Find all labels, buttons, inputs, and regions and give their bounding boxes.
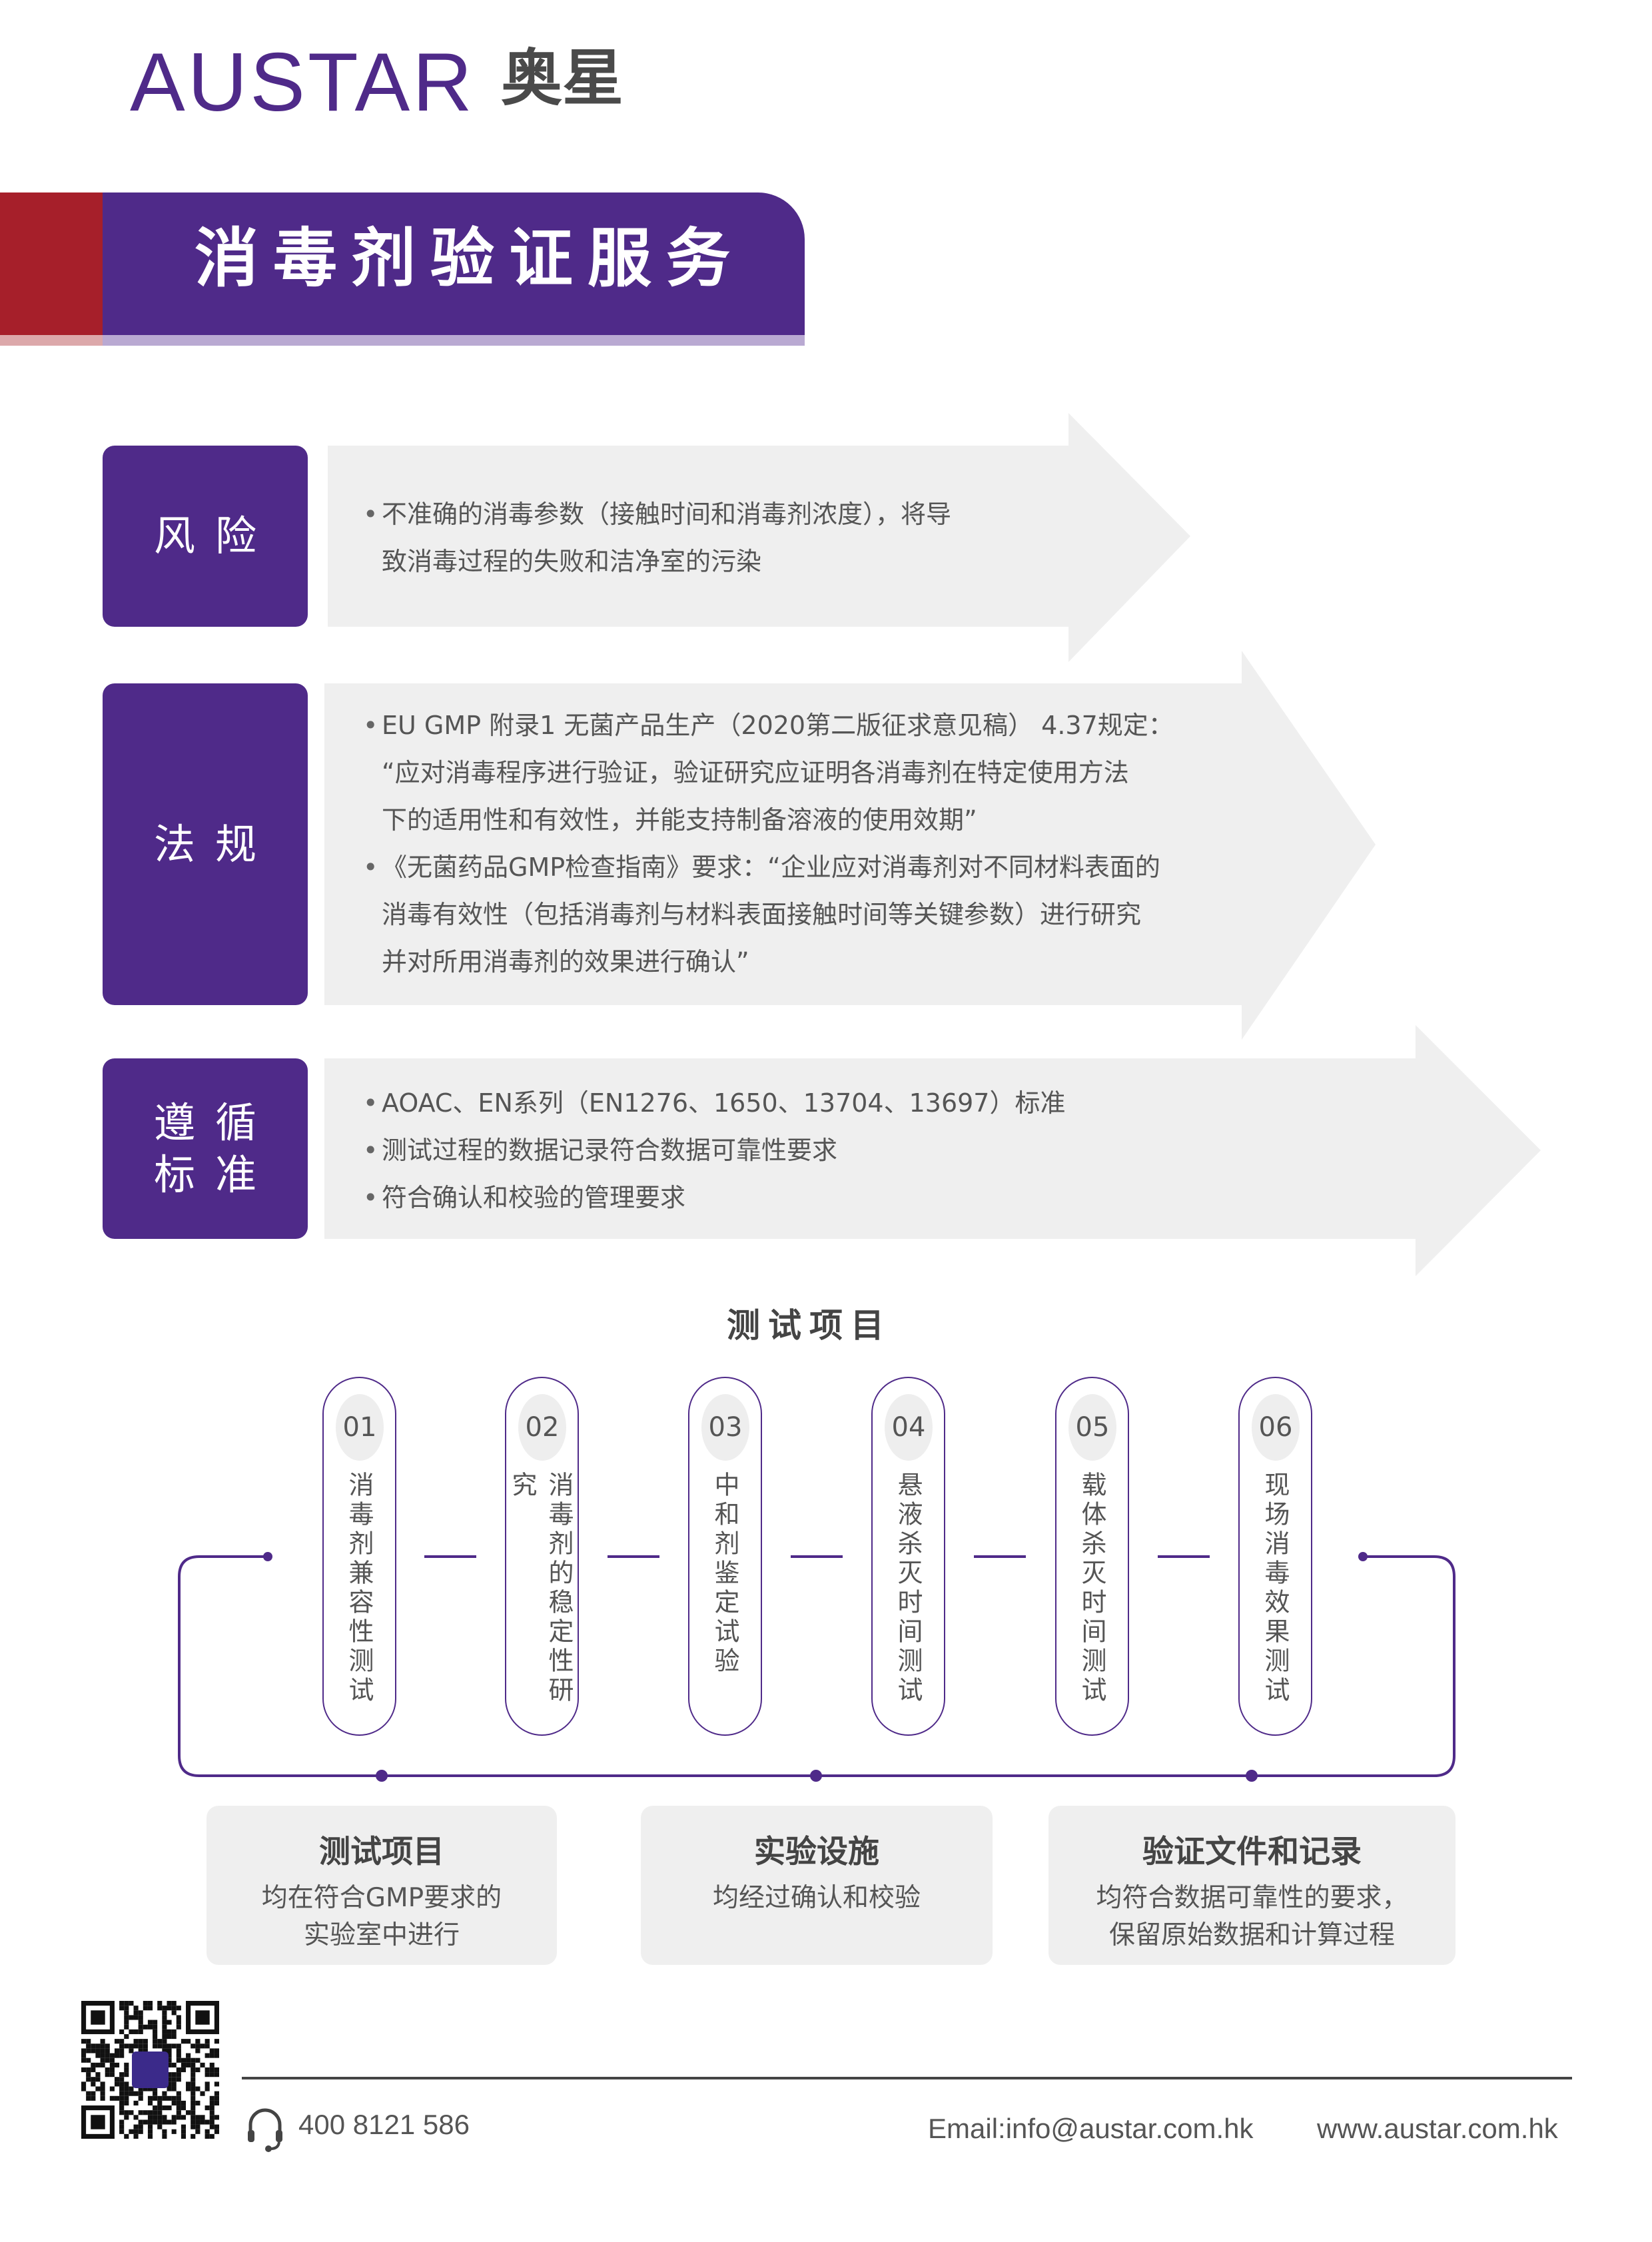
feature-desc: 均符合数据可靠性的要求， xyxy=(1096,1883,1408,1913)
test-item-03: 03 中和剂鉴定试验 xyxy=(688,1377,762,1736)
test-number: 01 xyxy=(336,1394,384,1461)
test-name: 消毒剂兼容性测试 xyxy=(344,1471,374,1706)
test-item-05: 05 载体杀灭时间测试 xyxy=(1055,1377,1129,1736)
banner-purple-stripe xyxy=(103,335,805,346)
feature-desc: 保留原始数据和计算过程 xyxy=(1108,1920,1395,1950)
feature-desc: 实验室中进行 xyxy=(303,1920,460,1950)
text-line: 下的适用性和有效性，并能支持制备溶液的使用效期” xyxy=(382,805,977,835)
test-item-01: 01 消毒剂兼容性测试 xyxy=(322,1377,396,1736)
footer-divider xyxy=(242,2077,1572,2079)
email-link[interactable]: Email:info@austar.com.hk xyxy=(928,2113,1254,2144)
qr-code xyxy=(81,2001,219,2139)
feature-title: 验证文件和记录 xyxy=(1142,1834,1362,1870)
text-line: “应对消毒程序进行验证，验证研究应证明各消毒剂在特定使用方法 xyxy=(382,758,1129,787)
label-text: 风险 xyxy=(153,512,276,561)
test-number: 05 xyxy=(1068,1394,1116,1461)
label-standards: 遵循 标准 xyxy=(103,1058,308,1239)
label-text: 标准 xyxy=(153,1150,276,1199)
label-risk: 风险 xyxy=(103,446,308,627)
test-name: 现场消毒效果测试 xyxy=(1260,1471,1290,1706)
test-item-04: 04 悬液杀灭时间测试 xyxy=(871,1377,945,1736)
banner-purple-block xyxy=(103,192,805,335)
connector-dot xyxy=(1358,1552,1368,1561)
test-name: 消毒剂的稳定性研究 xyxy=(508,1471,574,1706)
feature-desc: 均在符合GMP要求的 xyxy=(261,1883,502,1913)
bullet-line: 《无菌药品GMP检查指南》要求：“企业应对消毒剂对不同材料表面的 xyxy=(363,844,1174,891)
banner-red-block xyxy=(0,192,103,335)
connector-dot xyxy=(263,1552,272,1561)
banner-red-stripe xyxy=(0,335,103,346)
connector-dash xyxy=(1158,1555,1210,1558)
text-line: 致消毒过程的失败和洁净室的污染 xyxy=(382,547,762,576)
bullet-line: 测试过程的数据记录符合数据可靠性要求 xyxy=(363,1127,1065,1174)
test-name: 载体杀灭时间测试 xyxy=(1077,1471,1106,1706)
connector-dash xyxy=(424,1555,476,1558)
connector-dot xyxy=(376,1770,388,1782)
label-regulation: 法规 xyxy=(103,683,308,1005)
test-number: 03 xyxy=(701,1394,749,1461)
text-line: 消毒有效性（包括消毒剂与材料表面接触时间等关键参数）进行研究 xyxy=(382,900,1142,929)
feature-box-facilities: 实验设施 均经过确认和校验 xyxy=(641,1806,993,1965)
logo-chinese: 奥星 xyxy=(501,43,624,114)
test-name: 悬液杀灭时间测试 xyxy=(893,1471,923,1706)
logo-austar: AUSTAR xyxy=(130,37,475,129)
tests-heading: 测试项目 xyxy=(727,1306,892,1345)
page-title: 消毒剂验证服务 xyxy=(195,221,745,296)
bullet-line: 符合确认和校验的管理要求 xyxy=(363,1174,1065,1222)
bullet-line: AOAC、EN系列（EN1276、1650、13704、13697）标准 xyxy=(363,1080,1065,1127)
bullet-line: 不准确的消毒参数（接触时间和消毒剂浓度），将导 xyxy=(363,491,951,538)
test-number: 06 xyxy=(1252,1394,1300,1461)
test-number: 04 xyxy=(885,1394,933,1461)
connector-dash xyxy=(974,1555,1026,1558)
test-number: 02 xyxy=(518,1394,566,1461)
feature-title: 实验设施 xyxy=(754,1834,879,1870)
test-name: 中和剂鉴定试验 xyxy=(710,1471,739,1677)
text-line: 并对所用消毒剂的效果进行确认” xyxy=(382,947,749,976)
connector-dash xyxy=(608,1555,659,1558)
risk-text: 不准确的消毒参数（接触时间和消毒剂浓度），将导 致消毒过程的失败和洁净室的污染 xyxy=(363,491,951,585)
regulation-text: EU GMP 附录1 无菌产品生产（2020第二版征求意见稿） 4.37规定： … xyxy=(363,702,1174,986)
label-text: 法规 xyxy=(153,819,276,869)
bullet-line: EU GMP 附录1 无菌产品生产（2020第二版征求意见稿） 4.37规定： xyxy=(363,702,1174,749)
headset-icon xyxy=(248,2108,282,2152)
phone-number[interactable]: 400 8121 586 xyxy=(298,2109,470,2140)
feature-box-documents: 验证文件和记录 均符合数据可靠性的要求， 保留原始数据和计算过程 xyxy=(1048,1806,1455,1965)
connector-dash xyxy=(791,1555,843,1558)
standards-text: AOAC、EN系列（EN1276、1650、13704、13697）标准 测试过… xyxy=(363,1080,1065,1222)
connector-dot xyxy=(1246,1770,1258,1782)
feature-desc: 均经过确认和校验 xyxy=(712,1883,921,1913)
label-text: 遵循 xyxy=(153,1098,276,1147)
feature-box-testing: 测试项目 均在符合GMP要求的 实验室中进行 xyxy=(206,1806,557,1965)
connector-dot xyxy=(810,1770,822,1782)
test-item-02: 02 消毒剂的稳定性研究 xyxy=(505,1377,579,1736)
website-link[interactable]: www.austar.com.hk xyxy=(1317,2113,1558,2144)
feature-title: 测试项目 xyxy=(319,1834,444,1870)
test-item-06: 06 现场消毒效果测试 xyxy=(1238,1377,1312,1736)
